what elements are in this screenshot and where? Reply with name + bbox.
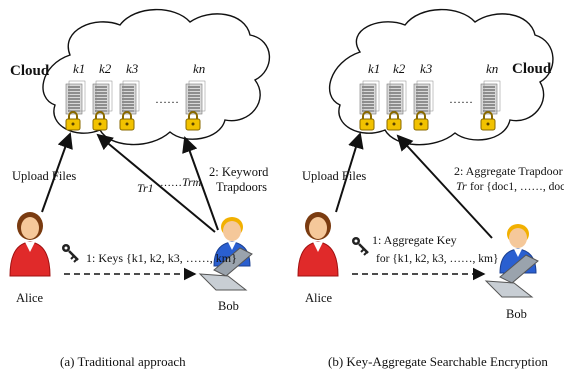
key-label-k2: k2 xyxy=(99,61,112,76)
trapdoor-1-label: Tr1 xyxy=(137,181,154,195)
document-icon xyxy=(359,80,380,115)
aggregate-trapdoor-label: 2: Aggregate Trapdoor xyxy=(454,164,563,178)
key-icon xyxy=(350,235,370,257)
key-label-k3: k3 xyxy=(126,61,139,76)
key-label-k1: k1 xyxy=(368,61,380,76)
cloud-label: Cloud xyxy=(10,63,50,79)
key-icon xyxy=(60,242,80,264)
key-label-k1: k1 xyxy=(73,61,85,76)
document-icon xyxy=(480,80,501,115)
key-label-k2: k2 xyxy=(393,61,406,76)
aggregate-trapdoor-label-2: for {doc1, ……, docm} xyxy=(470,181,564,193)
document-icon xyxy=(65,80,86,115)
trapdoor-m-label: Trm xyxy=(182,175,202,189)
key-label-k3: k3 xyxy=(420,61,433,76)
document-icon xyxy=(185,80,206,115)
documents-ellipsis: …… xyxy=(449,92,473,106)
document-icon xyxy=(386,80,407,115)
alice-label: Alice xyxy=(305,291,333,305)
aggregate-key-label-2: for {k1, k2, k3, ……, km} xyxy=(376,253,499,265)
aggregate-trapdoor-arrow xyxy=(396,134,493,239)
panel-a: Cloud k1 k2 k3 kn …… Upload Files Tr1 ……… xyxy=(9,8,271,369)
bob-label: Bob xyxy=(506,307,527,321)
upload-files-label: Upload Files xyxy=(12,169,76,183)
alice-avatar xyxy=(297,211,339,277)
alice-avatar xyxy=(9,211,51,277)
trapdoor-label: Tr xyxy=(456,179,467,193)
panel-b: Cloud k1 k2 k3 kn …… Upload Files Tr 2: … xyxy=(297,8,564,369)
caption-b: (b) Key-Aggregate Searchable Encryption xyxy=(328,354,548,369)
caption-a: (a) Traditional approach xyxy=(60,354,186,369)
trapdoor-ellipsis: …… xyxy=(160,177,182,189)
keys-label: 1: Keys {k1, k2, k3, ……, km} xyxy=(86,251,237,265)
alice-label: Alice xyxy=(16,291,44,305)
key-label-kn: kn xyxy=(193,61,205,76)
upload-arrow xyxy=(335,132,364,213)
bob-label: Bob xyxy=(218,299,239,313)
documents-ellipsis: …… xyxy=(155,92,179,106)
upload-files-label: Upload Files xyxy=(302,169,366,183)
document-icon xyxy=(92,80,113,115)
upload-arrow xyxy=(41,132,73,213)
document-icon xyxy=(413,80,434,115)
trapdoor-arrow-1 xyxy=(96,133,216,233)
keyword-trapdoors-label-2: Trapdoors xyxy=(216,180,267,194)
aggregate-key-label: 1: Aggregate Key xyxy=(372,233,457,247)
trapdoor-arrow-m xyxy=(182,136,219,231)
document-icon xyxy=(119,80,140,115)
key-label-kn: kn xyxy=(486,61,498,76)
keyword-trapdoors-label: 2: Keyword xyxy=(209,165,269,179)
cloud-label: Cloud xyxy=(512,61,552,77)
